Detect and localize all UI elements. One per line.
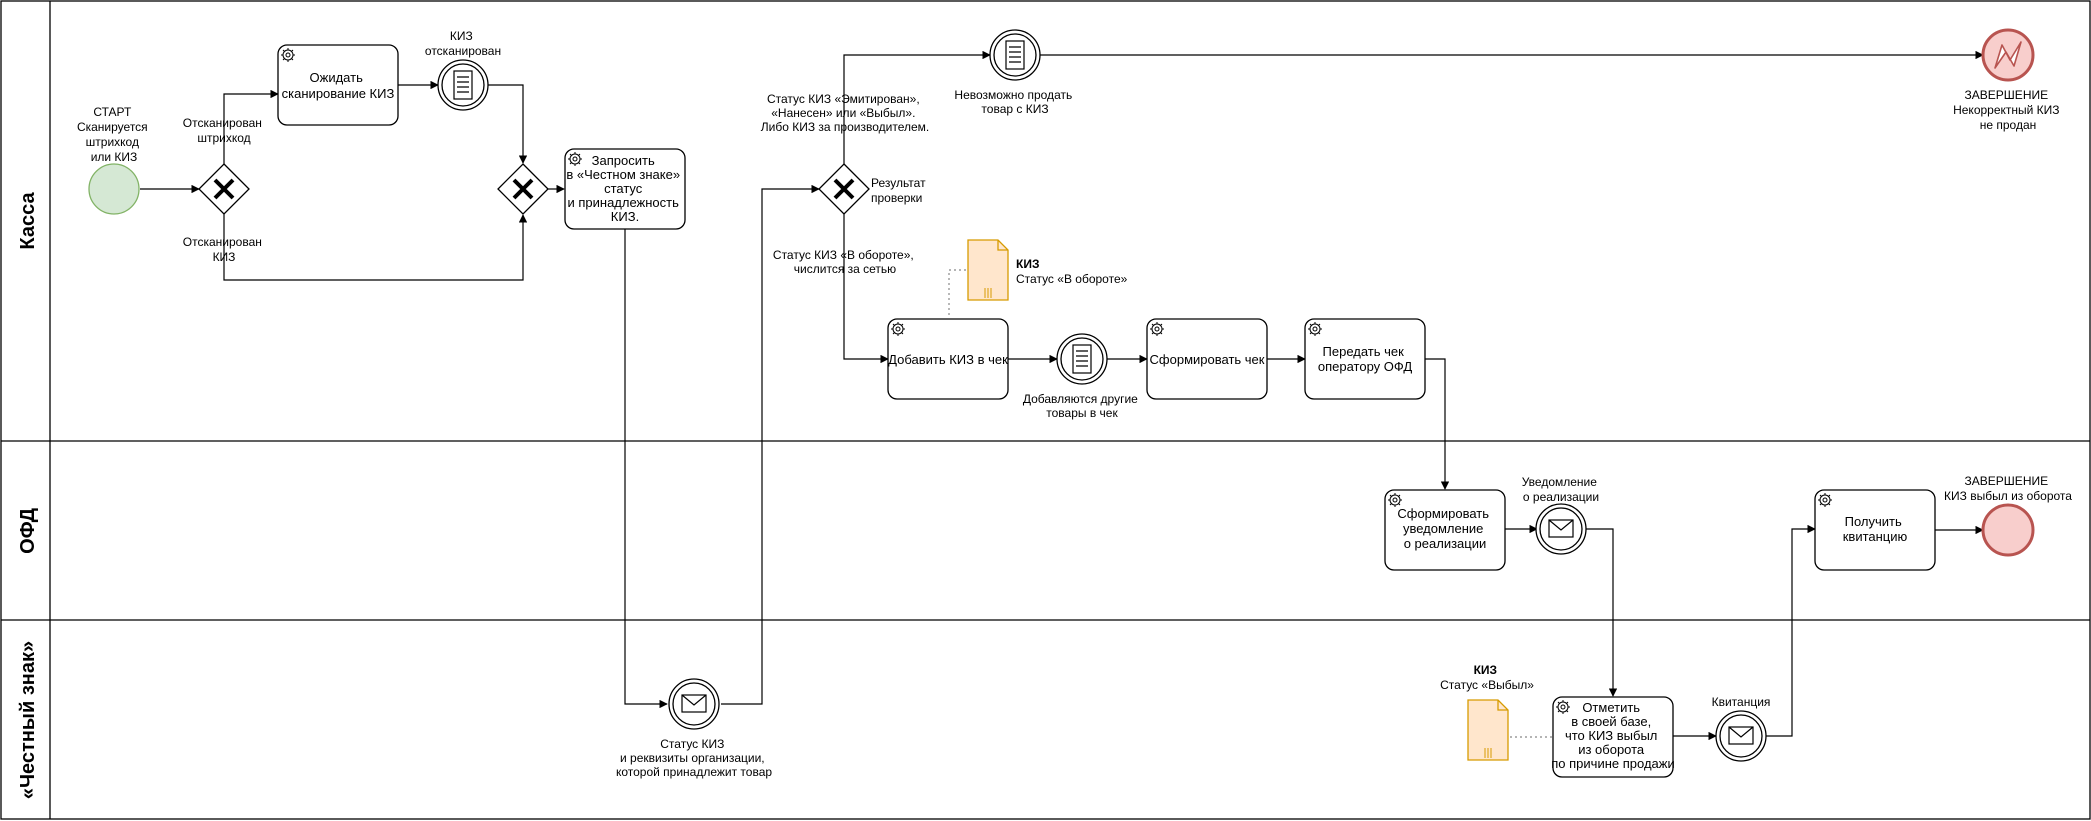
flow-label-scanned-barcode: Отсканирован штрихкод bbox=[183, 116, 265, 145]
svg-text:Отметить в своей базе,: Отметить в своей базе, что КИЗ выбыл из … bbox=[1551, 700, 1674, 771]
svg-text:Получить квитанцию: Получить квитанцию bbox=[1843, 514, 1908, 544]
collection-marker-icon bbox=[1484, 748, 1492, 758]
label-end-out: ЗАВЕРШЕНИЕ КИЗ выбыл из оборота bbox=[1944, 474, 2072, 503]
start-label-line2: Сканируется bbox=[77, 120, 148, 134]
task-mark-out-of-turnover[interactable]: Отметить в своей базе, что КИЗ выбыл из … bbox=[1551, 696, 1675, 778]
event-kiz-scanned[interactable] bbox=[437, 59, 489, 111]
svg-text:Сформировать уведомление: Сформировать уведомление о реализации bbox=[1397, 506, 1492, 551]
data-object-kiz-in-turnover[interactable] bbox=[967, 239, 1009, 301]
label-end-incorrect: ЗАВЕРШЕНИЕ Некорректный КИЗ не продан bbox=[1953, 88, 2063, 132]
label-status-message: Статус КИЗ и реквизиты организации, кото… bbox=[616, 737, 772, 779]
associations bbox=[948, 269, 1553, 738]
task-add-kiz[interactable]: Добавить КИЗ в чек bbox=[887, 318, 1009, 400]
lane-title-chestny-znak: «Честный знак» bbox=[17, 641, 39, 799]
doc-fold-icon bbox=[1497, 700, 1508, 711]
sequence-flows bbox=[140, 50, 1984, 741]
svg-text:Ожидать сканирование КИЗ: Ожидать сканирование КИЗ bbox=[282, 70, 395, 101]
envelope-icon bbox=[1728, 726, 1754, 745]
svg-text:Сформировать чек: Сформировать чек bbox=[1150, 352, 1265, 367]
task-form-notice[interactable]: Сформировать уведомление о реализации bbox=[1384, 489, 1506, 571]
start-label-line1: СТАРТ bbox=[93, 105, 132, 119]
gateway-scan-type[interactable] bbox=[198, 163, 250, 215]
gateway-x-icon bbox=[833, 178, 855, 200]
label-check-result: Результат проверки bbox=[871, 176, 929, 205]
gateway-x-icon bbox=[512, 178, 534, 200]
data-object-kiz-out[interactable] bbox=[1467, 699, 1509, 761]
svg-text:Передать чек оператору О: Передать чек оператору ОФД bbox=[1318, 344, 1412, 374]
task-send-check[interactable]: Передать чек оператору ОФД bbox=[1304, 318, 1426, 400]
svg-text:СТАРТ Сканируется: СТАРТ Сканируется штрихкод или КИЗ bbox=[77, 105, 151, 164]
task-request-status[interactable]: Запросить в «Честном знаке» статус и при… bbox=[564, 148, 686, 230]
svg-text:Добавить КИЗ в чек: Добавить КИЗ в чек bbox=[888, 352, 1008, 367]
label-kiz-in-turnover: КИЗ Статус «В обороте» bbox=[1016, 257, 1128, 286]
flow-label-scanned-kiz: Отсканирован КИЗ bbox=[183, 235, 265, 264]
task-wait-scan[interactable]: Ожидать сканирование КИЗ bbox=[277, 44, 399, 126]
gateway-check-result[interactable] bbox=[818, 163, 870, 215]
start-event-circle[interactable] bbox=[88, 163, 140, 215]
conditional-icon bbox=[1072, 344, 1092, 374]
label-add-other-goods: Добавляются другие товары в чек bbox=[1023, 392, 1141, 420]
event-receipt-message[interactable] bbox=[1715, 710, 1767, 762]
label-kiz-out: КИЗ Статус «Выбыл» bbox=[1440, 663, 1534, 692]
event-cannot-sell[interactable] bbox=[989, 29, 1041, 81]
event-notice-message[interactable] bbox=[1535, 503, 1587, 555]
gateway-x-icon bbox=[213, 178, 235, 200]
lane-title-kassa: Касса bbox=[17, 192, 39, 250]
start-event[interactable]: СТАРТ Сканируется штрихкод или КИЗ bbox=[77, 105, 151, 215]
envelope-icon bbox=[1548, 519, 1574, 538]
conditional-icon bbox=[1005, 40, 1025, 70]
svg-text:Запросить в «Честном зна: Запросить в «Честном знаке» статус и при… bbox=[566, 153, 683, 224]
end-event-incorrect[interactable] bbox=[1981, 28, 2035, 82]
task-get-receipt[interactable]: Получить квитанцию bbox=[1814, 489, 1936, 571]
start-label-line4: или КИЗ bbox=[91, 150, 138, 164]
start-label-line3: штрихкод bbox=[86, 135, 139, 149]
doc-fold-icon bbox=[997, 240, 1008, 251]
collection-marker-icon bbox=[984, 288, 992, 298]
label-kiz-scanned: КИЗ отсканирован bbox=[425, 29, 501, 58]
task-form-check[interactable]: Сформировать чек bbox=[1146, 318, 1268, 400]
flow-label-bad-status: Статус КИЗ «Эмитирован», «Нанесен» или «… bbox=[761, 92, 929, 134]
gateway-merge[interactable] bbox=[497, 163, 549, 215]
lane-title-ofd: ОФД bbox=[17, 508, 39, 554]
end-event-out-of-turnover[interactable] bbox=[1981, 503, 2035, 557]
label-cannot-sell: Невозможно продать товар с КИЗ bbox=[954, 88, 1075, 116]
flow-label-good-status: Статус КИЗ «В обороте», числится за сеть… bbox=[773, 248, 917, 276]
event-status-message[interactable] bbox=[668, 678, 720, 730]
conditional-icon bbox=[453, 70, 473, 100]
event-add-other-goods[interactable] bbox=[1056, 333, 1108, 385]
label-receipt: Квитанция bbox=[1712, 695, 1771, 709]
label-notice: Уведомление о реализации bbox=[1522, 475, 1601, 504]
error-icon bbox=[1994, 41, 2022, 69]
envelope-icon bbox=[681, 694, 707, 713]
